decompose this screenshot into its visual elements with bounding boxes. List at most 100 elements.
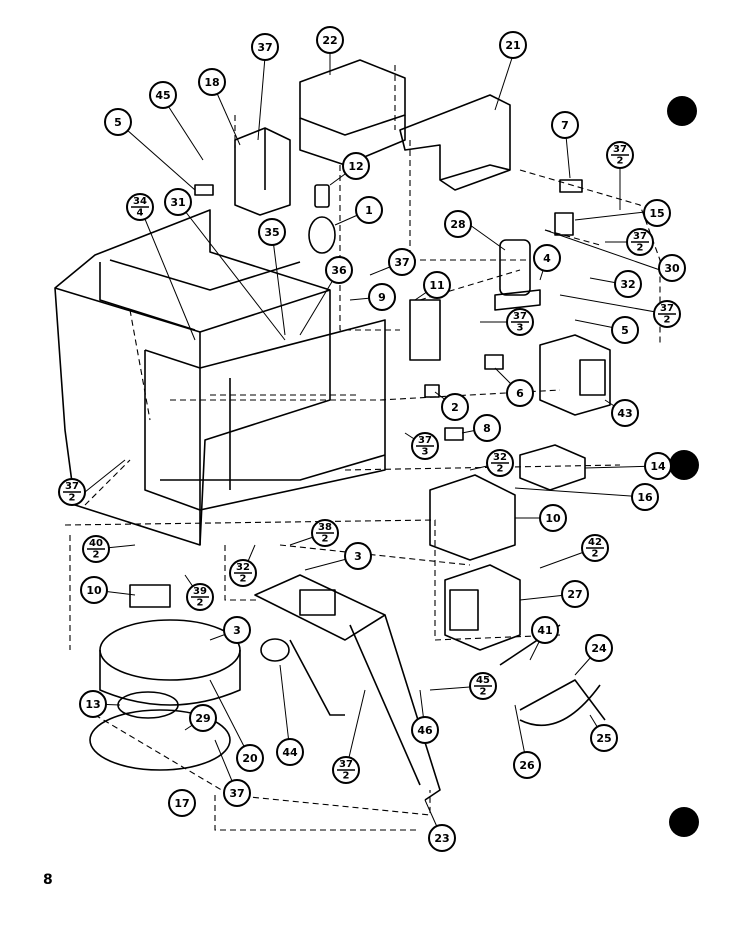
callout-number: 12: [348, 160, 363, 173]
callout-10: 10: [80, 576, 108, 604]
callout-42-of-2: 422: [581, 534, 609, 562]
callout-quantity: 2: [592, 549, 599, 560]
callout-number: 37: [513, 311, 527, 322]
callout-number: 17: [174, 797, 189, 810]
callout-22: 22: [316, 26, 344, 54]
callout-number: 8: [483, 422, 491, 435]
page-number: 8: [43, 872, 53, 888]
callout-number: 37: [418, 435, 432, 446]
callout-41: 41: [531, 616, 559, 644]
callout-number: 11: [429, 279, 444, 292]
callout-quantity: 2: [240, 574, 247, 585]
callout-number: 18: [204, 76, 219, 89]
callout-number: 5: [621, 324, 629, 337]
callout-number: 27: [567, 588, 582, 601]
callout-number: 1: [365, 204, 373, 217]
callout-number: 29: [195, 712, 210, 725]
callout-38-of-2: 382: [311, 519, 339, 547]
callout-32-of-2: 322: [229, 559, 257, 587]
callout-37-of-2: 372: [653, 300, 681, 328]
callout-quantity: 2: [343, 771, 350, 782]
callout-number: 3: [233, 624, 241, 637]
callout-4: 4: [533, 244, 561, 272]
callout-number: 46: [417, 724, 433, 737]
callout-5: 5: [611, 316, 639, 344]
callout-20: 20: [236, 744, 264, 772]
callout-number: 23: [434, 832, 449, 845]
callout-32-of-2: 322: [486, 449, 514, 477]
punch-hole: [669, 450, 699, 480]
callout-37: 37: [223, 779, 251, 807]
drawing-linework: [54, 59, 611, 801]
callout-37-of-2: 372: [58, 478, 86, 506]
callout-number: 45: [476, 675, 490, 686]
callout-number: 2: [451, 401, 459, 414]
punch-hole: [669, 807, 699, 837]
callout-number: 32: [493, 452, 507, 463]
callout-number: 37: [633, 231, 647, 242]
callout-number: 9: [378, 291, 386, 304]
callout-number: 28: [450, 218, 465, 231]
callout-number: 22: [322, 34, 337, 47]
callout-13: 13: [79, 690, 107, 718]
callout-quantity: 4: [137, 208, 144, 219]
callout-quantity: 3: [422, 447, 429, 458]
callout-number: 16: [637, 491, 653, 504]
callout-number: 26: [519, 759, 535, 772]
callout-5: 5: [104, 108, 132, 136]
callout-number: 40: [89, 538, 103, 549]
callout-number: 3: [354, 550, 362, 563]
callout-quantity: 2: [93, 550, 100, 561]
callout-31: 31: [164, 188, 192, 216]
callout-number: 13: [85, 698, 100, 711]
callout-32: 32: [614, 270, 642, 298]
callout-number: 31: [170, 196, 185, 209]
callout-quantity: 2: [197, 598, 204, 609]
callout-number: 37: [660, 303, 674, 314]
callout-number: 39: [193, 586, 207, 597]
callout-1: 1: [355, 196, 383, 224]
callout-37-of-2: 372: [332, 756, 360, 784]
assembly-dash-lines: [64, 65, 661, 831]
callout-number: 37: [613, 144, 627, 155]
callout-27: 27: [561, 580, 589, 608]
callout-3: 3: [344, 542, 372, 570]
callout-quantity: 2: [637, 243, 644, 254]
callout-number: 25: [596, 732, 611, 745]
callout-quantity: 2: [617, 156, 624, 167]
callout-34-of-4: 344: [126, 193, 154, 221]
callout-39-of-2: 392: [186, 583, 214, 611]
callout-number: 45: [155, 89, 170, 102]
callout-number: 37: [257, 41, 272, 54]
callout-number: 37: [229, 787, 244, 800]
callout-14: 14: [644, 452, 672, 480]
callout-24: 24: [585, 634, 613, 662]
callout-40-of-2: 402: [82, 535, 110, 563]
callout-43: 43: [611, 399, 639, 427]
callout-number: 32: [620, 278, 635, 291]
callout-15: 15: [643, 199, 671, 227]
callout-number: 24: [591, 642, 607, 655]
callout-number: 30: [664, 262, 680, 275]
callout-quantity: 2: [497, 464, 504, 475]
callout-number: 5: [114, 116, 122, 129]
callout-44: 44: [276, 738, 304, 766]
callout-number: 21: [505, 39, 520, 52]
callout-quantity: 2: [69, 493, 76, 504]
callout-35: 35: [258, 218, 286, 246]
callout-23: 23: [428, 824, 456, 852]
callout-30: 30: [658, 254, 686, 282]
callout-number: 20: [242, 752, 258, 765]
callout-12: 12: [342, 152, 370, 180]
callout-number: 14: [650, 460, 666, 473]
callout-37: 37: [251, 33, 279, 61]
callout-number: 41: [537, 624, 552, 637]
callout-quantity: 2: [664, 315, 671, 326]
callout-16: 16: [631, 483, 659, 511]
callout-3: 3: [223, 616, 251, 644]
callout-18: 18: [198, 68, 226, 96]
callout-28: 28: [444, 210, 472, 238]
callout-number: 10: [86, 584, 102, 597]
